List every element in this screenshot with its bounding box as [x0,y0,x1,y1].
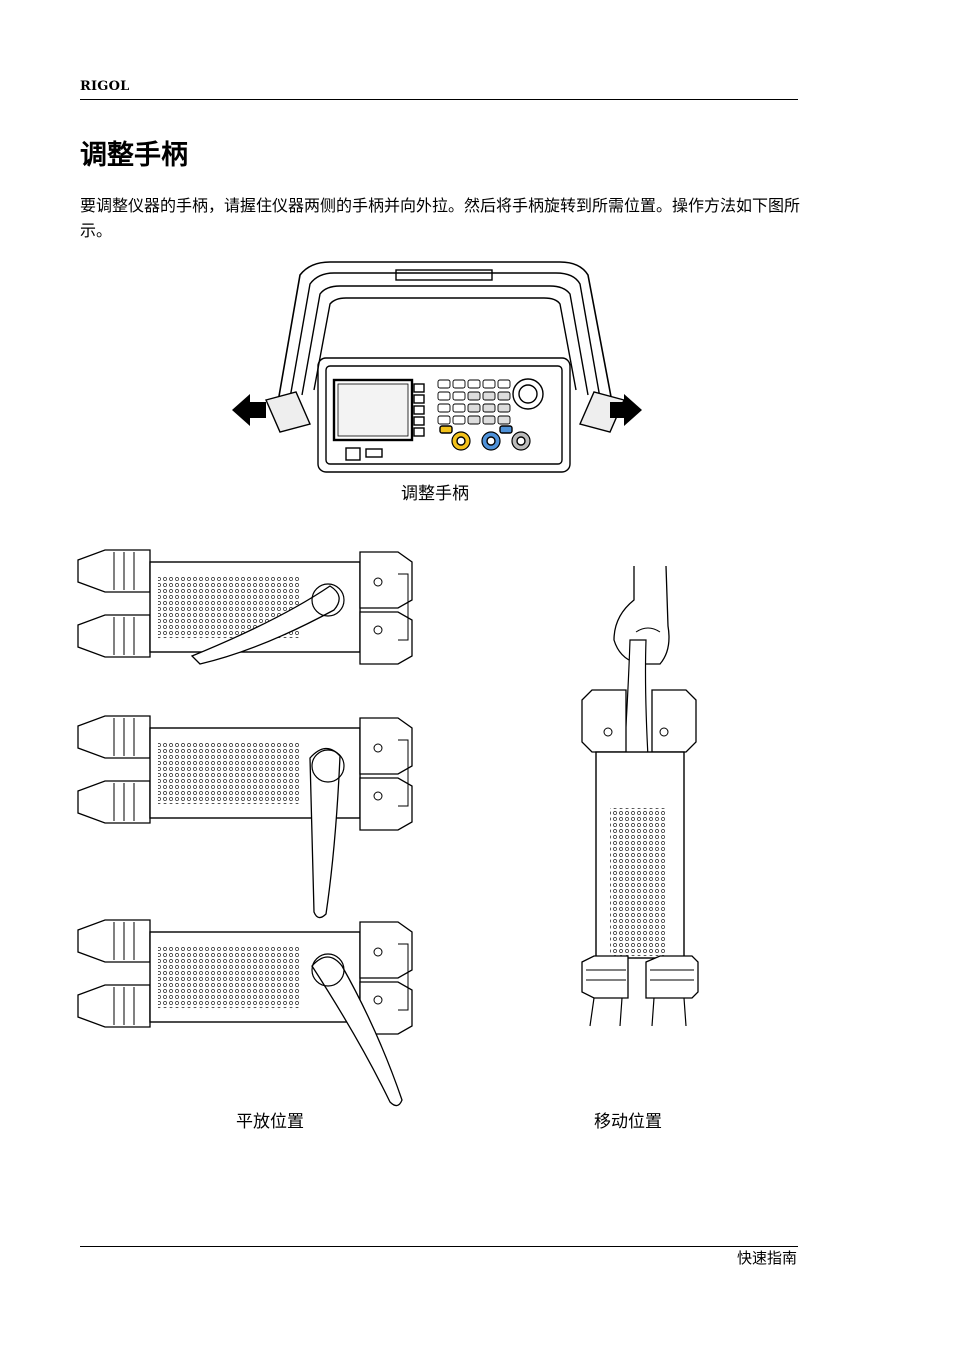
footer-rule [80,1246,798,1247]
side-view-figures [77,549,699,1107]
header-rule [80,99,798,100]
header-brand: RIGOL [80,79,130,94]
section-title: 调整手柄 [80,140,188,171]
front-view-caption: 调整手柄 [401,484,469,504]
carry-position-caption: 移动位置 [594,1112,662,1132]
section-paragraph: 要调整仪器的手柄，请握住仪器两侧的手柄并向外拉。然后将手柄旋转到所需位置。操作方… [80,196,801,240]
horizontal-position-caption: 平放位置 [236,1112,304,1132]
front-view-figure [232,261,642,473]
footer-text: 快速指南 [736,1249,797,1267]
